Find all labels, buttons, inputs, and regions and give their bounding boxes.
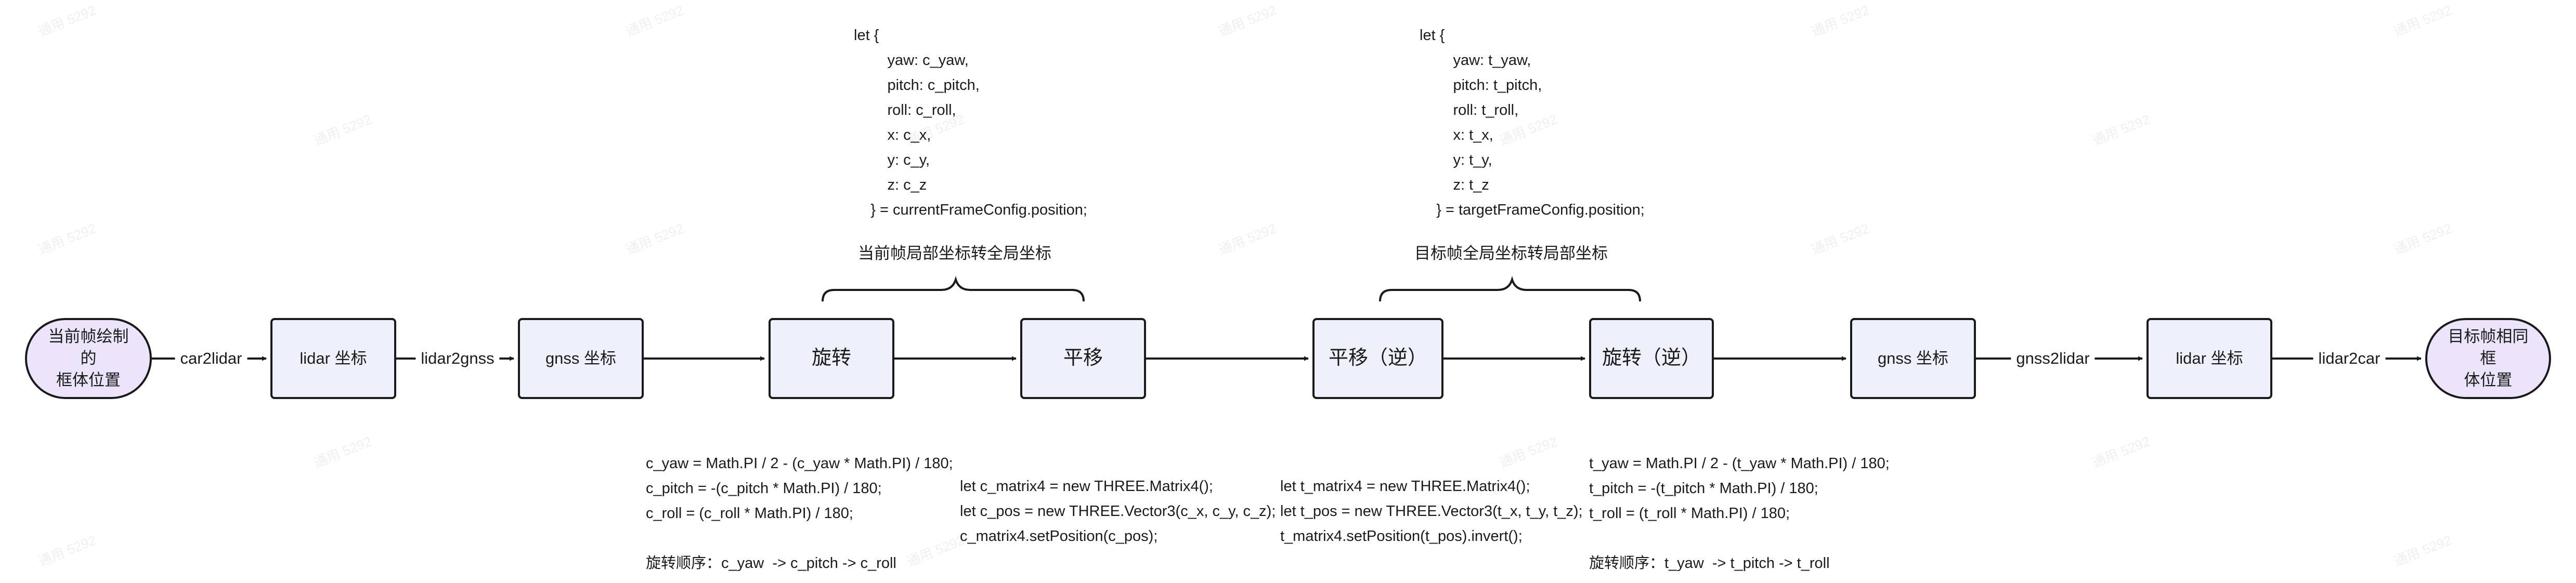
node-translate: 平移: [1020, 318, 1146, 399]
brace-target: [1379, 276, 1641, 302]
node-translate-inverse: 平移（逆）: [1312, 318, 1443, 399]
code-current-rotation: c_yaw = Math.PI / 2 - (c_yaw * Math.PI) …: [646, 455, 953, 572]
edge-label-gnss2lidar: gnss2lidar: [2011, 347, 2095, 370]
code-current-matrix: let c_matrix4 = new THREE.Matrix4(); let…: [960, 478, 1276, 545]
node-lidar-coord-1: lidar 坐标: [270, 318, 396, 399]
edge-label-lidar2gnss: lidar2gnss: [415, 347, 500, 370]
edge-label-lidar2car: lidar2car: [2313, 347, 2386, 370]
node-gnss-coord-2: gnss 坐标: [1850, 318, 1976, 399]
brace-current: [822, 276, 1085, 302]
group-label-current: 当前帧局部坐标转全局坐标: [858, 244, 1051, 262]
node-end: 目标帧相同框 体位置: [2425, 318, 2551, 399]
group-label-target: 目标帧全局坐标转局部坐标: [1414, 244, 1608, 262]
node-rotate: 旋转: [769, 318, 894, 399]
node-lidar-coord-2: lidar 坐标: [2146, 318, 2272, 399]
code-target-rotation: t_yaw = Math.PI / 2 - (t_yaw * Math.PI) …: [1589, 455, 1890, 572]
code-current-position: let { yaw: c_yaw, pitch: c_pitch, roll: …: [854, 27, 1087, 218]
code-target-position: let { yaw: t_yaw, pitch: t_pitch, roll: …: [1420, 27, 1645, 218]
code-target-matrix: let t_matrix4 = new THREE.Matrix4(); let…: [1280, 478, 1583, 545]
node-gnss-coord-1: gnss 坐标: [518, 318, 644, 399]
node-rotate-inverse: 旋转（逆）: [1589, 318, 1714, 399]
node-start: 当前帧绘制的 框体位置: [25, 318, 152, 399]
edge-label-car2lidar: car2lidar: [175, 347, 248, 370]
